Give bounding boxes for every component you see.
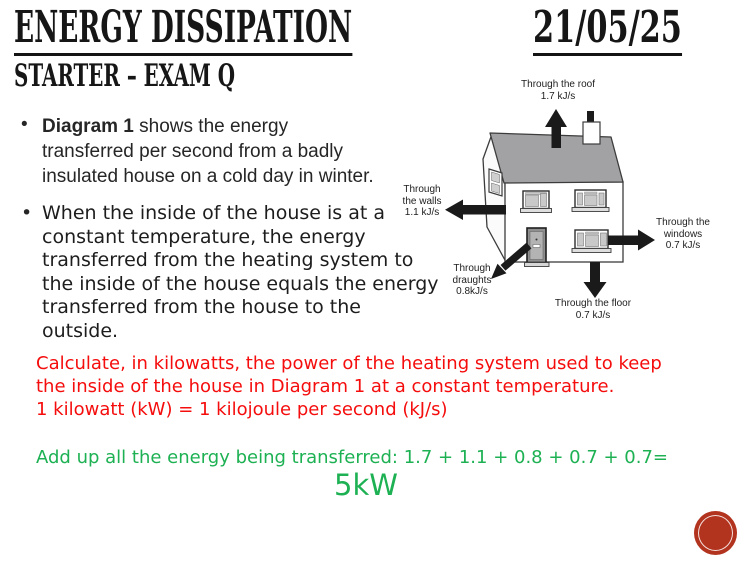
label-through-roof: Through the roof 1.7 kJ/s <box>521 79 595 102</box>
lower-right-window <box>571 229 612 253</box>
slide-date-text: 21/05/25 <box>533 3 682 57</box>
walls-arrow-icon <box>445 199 506 220</box>
upper-right-window <box>571 189 610 212</box>
question-text: Calculate, in kilowatts, the power of th… <box>36 353 662 420</box>
page-title: ENERGY DISSIPATION <box>14 3 578 57</box>
answer-result-text: 5kW <box>334 468 398 502</box>
page-subtitle-text: STARTER – EXAM Q <box>14 58 236 94</box>
label-through-draughts: Through draughts 0.8kJ/s <box>452 263 492 297</box>
bullet-bold-lead: Diagram 1 <box>42 116 134 137</box>
label-through-floor: Through the floor 0.7 kJ/s <box>554 298 632 321</box>
bullet-item-constant-temp: When the inside of the house is at a con… <box>42 202 439 342</box>
bullet-marker: • <box>21 114 28 135</box>
page-subtitle: STARTER – EXAM Q <box>14 58 359 94</box>
house-illustration <box>445 109 655 298</box>
page-title-text: ENERGY DISSIPATION <box>14 3 353 57</box>
house-energy-diagram: Through the roof 1.7 kJ/s Through the wa… <box>390 75 750 345</box>
front-door <box>524 227 550 267</box>
house-roof <box>489 132 624 184</box>
draughts-arrow-icon <box>491 242 532 279</box>
bullet-text: shows the energy transferred per second … <box>42 116 374 187</box>
bullet-marker: • <box>21 202 33 224</box>
windows-arrow-icon <box>608 229 655 251</box>
roof-arrow-icon <box>545 109 567 148</box>
chimney <box>582 111 601 145</box>
answer-working-text: Add up all the energy being transferred:… <box>36 447 669 468</box>
label-through-windows: Through the windows 0.7 kJ/s <box>656 217 710 251</box>
corner-badge <box>694 511 737 555</box>
gable-window <box>488 168 503 197</box>
slide-date: 21/05/25 <box>533 3 749 57</box>
floor-arrow-icon <box>583 262 607 298</box>
bullet-item-diagram: Diagram 1 shows the energy transferred p… <box>42 114 442 189</box>
upper-left-window <box>520 190 552 213</box>
label-through-walls: Through the walls 1.1 kJ/s <box>402 184 442 218</box>
